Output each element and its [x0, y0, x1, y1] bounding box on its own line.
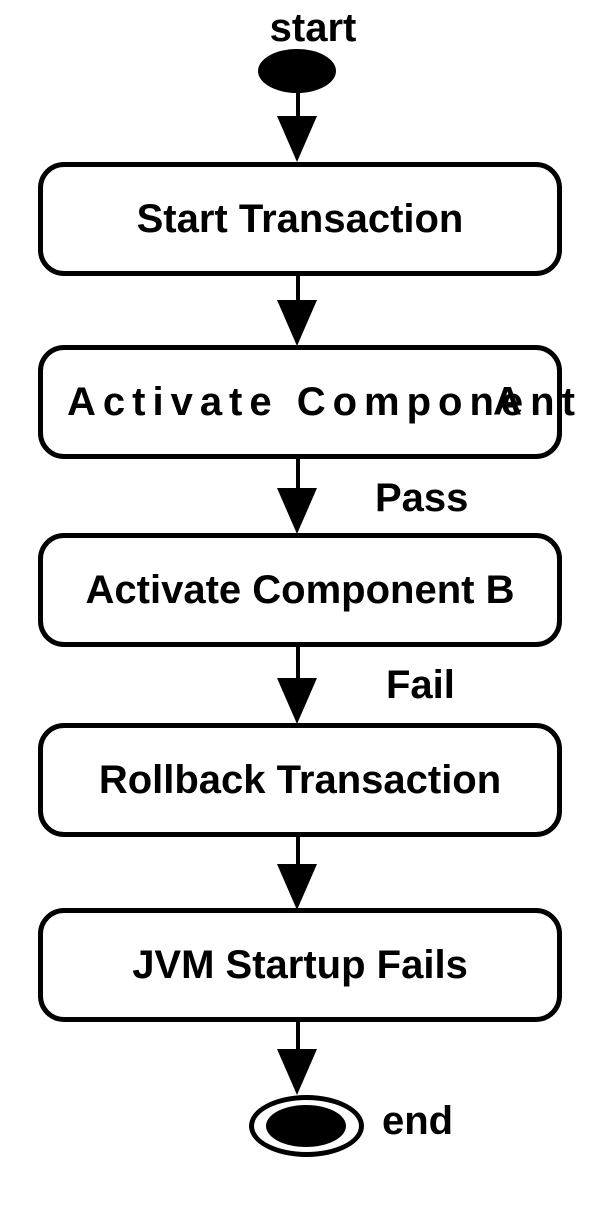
arrowhead-icon: [277, 116, 317, 162]
end-node-inner-ellipse: [266, 1105, 346, 1147]
node-activate-component-a: Activate Component A: [38, 345, 575, 459]
arrowhead-icon: [277, 488, 317, 534]
arrowhead-icon: [277, 300, 317, 346]
start-label: start: [269, 6, 357, 50]
node-label-overlay-a: A: [493, 379, 522, 424]
start-node-ellipse: [258, 49, 336, 93]
node-jvm-startup-fails: JVM Startup Fails: [38, 908, 562, 1022]
node-start-transaction: Start Transaction: [38, 162, 562, 276]
arrowhead-icon: [277, 864, 317, 910]
node-label: JVM Startup Fails: [132, 942, 468, 987]
node-label: Rollback Transaction: [98, 757, 502, 802]
arrowhead-icon: [277, 678, 317, 724]
end-label: end: [382, 1099, 454, 1143]
arrowhead-icon: [277, 1049, 317, 1095]
edge-line-b5-to-end: [296, 1022, 300, 1051]
edge-line-start-to-b1: [296, 92, 300, 118]
node-rollback-transaction: Rollback Transaction: [38, 723, 562, 837]
edge-label-fail: Fail: [386, 663, 455, 707]
edge-line-b2-to-b3: [296, 459, 300, 490]
node-activate-component-b: Activate Component B: [38, 533, 562, 647]
edge-line-b1-to-b2: [296, 276, 300, 302]
node-label: Activate Component: [67, 379, 582, 424]
edge-line-b3-to-b4: [296, 647, 300, 680]
node-label: Start Transaction: [136, 196, 464, 241]
node-label: Activate Component B: [85, 567, 515, 612]
edge-label-pass: Pass: [375, 476, 469, 520]
edge-line-b4-to-b5: [296, 837, 300, 866]
